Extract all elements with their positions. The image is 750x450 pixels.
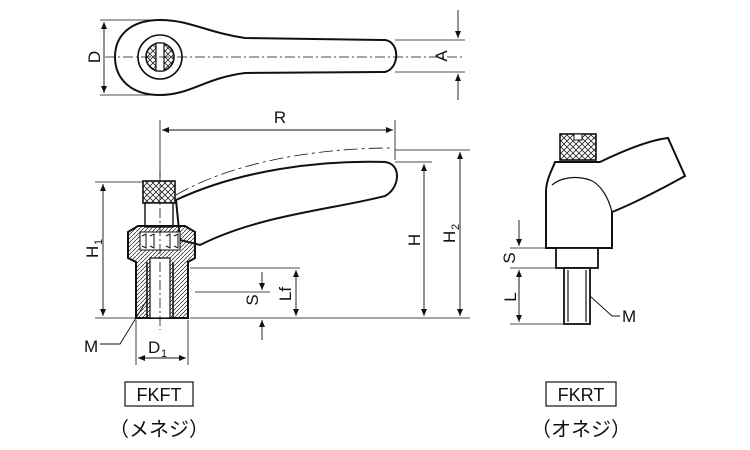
dim-r-label: R: [274, 108, 286, 127]
dim-d1-label: D: [148, 338, 160, 357]
fkrt-dim-s-label: S: [500, 252, 519, 263]
fkrt-label: FKRT: [558, 385, 605, 405]
dim-s-label: S: [243, 294, 262, 305]
dim-d-label: D: [85, 51, 104, 63]
fkrt-caption: （オネジ）: [531, 418, 631, 441]
fkft-m-label: M: [84, 337, 98, 356]
fkrt-view: S L M FKRT （オネジ）: [500, 133, 687, 441]
fkft-label-box: [124, 381, 194, 407]
fkrt-label-box: [545, 381, 617, 407]
fkrt-dim-l-label: L: [501, 292, 520, 301]
dim-h2-sub: 2: [450, 224, 462, 230]
fkft-label: FKFT: [137, 385, 182, 405]
dim-d1-sub: 1: [161, 348, 167, 360]
top-view-lever-outline: [113, 18, 398, 97]
fkrt-m-label: M: [622, 307, 636, 326]
dim-h1-sub: 1: [93, 239, 105, 245]
dim-h-label: H: [405, 234, 424, 246]
fkft-caption: （メネジ）: [109, 418, 209, 441]
fkft-lever-arm: [174, 160, 398, 247]
fkft-knurled-head: [142, 180, 176, 204]
fkft-view: R H H 2 H 1 S Lf D 1: [83, 108, 470, 441]
fkrt-lever: [545, 136, 687, 249]
dim-lf-label: Lf: [276, 287, 295, 301]
dim-h2-label: H: [440, 231, 459, 243]
top-view: D A: [85, 10, 465, 100]
dim-a-label: A: [432, 50, 451, 62]
dim-h1-label: H: [83, 246, 102, 258]
